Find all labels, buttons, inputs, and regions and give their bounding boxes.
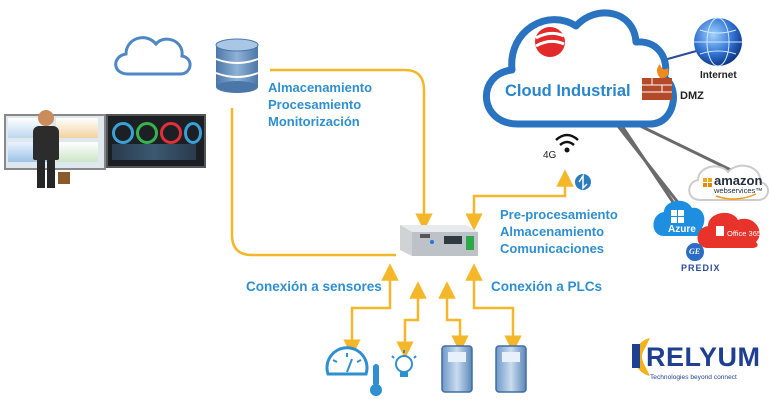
firewall-icon: [642, 64, 672, 100]
flow-sensor-1: [343, 263, 399, 357]
plcs-label: Conexión a PLCs: [491, 279, 603, 294]
gateway-function-item: Almacenamiento: [500, 224, 605, 239]
aws-cloud-shape: [688, 164, 769, 201]
server-functions: Almacenamiento Procesamiento Monitorizac…: [268, 79, 372, 130]
azure-label: Azure: [668, 224, 696, 235]
server-function-item: Procesamiento: [268, 97, 362, 112]
windows-logo-icon: [671, 210, 684, 223]
gateway-function-item: Pre-procesamiento: [500, 207, 618, 222]
predix-label: PREDIX: [681, 263, 721, 273]
brand-name: RELYUM: [646, 342, 761, 372]
office-logo-icon: [716, 226, 724, 236]
flow-plc-1: [438, 281, 469, 353]
ge-logo-icon: [686, 243, 704, 261]
database-icon: [215, 38, 259, 93]
aws-logo-icon: [703, 178, 757, 200]
aws-sub: webservices™: [714, 186, 763, 195]
cloud-provider-logo-icon: [535, 27, 565, 57]
link-aws: [627, 118, 736, 174]
plc-device-icon: [441, 345, 473, 393]
aws-label: amazon webservices™: [714, 173, 763, 196]
thermometer-icon: [370, 364, 382, 396]
relyum-logo-icon: [632, 338, 650, 376]
ge-label: GE: [689, 247, 701, 256]
pressure-gauge-icon: [325, 346, 369, 376]
link-azure: [616, 125, 682, 206]
dmz-label: DMZ: [680, 90, 704, 102]
office365-label: Office 365: [727, 229, 762, 238]
wireless-signal-icon: [555, 133, 579, 153]
flow-server-top: [270, 68, 433, 231]
aws-name: amazon: [714, 173, 763, 188]
cellular-label: 4G: [543, 150, 557, 161]
gateway-function-item: Comunicaciones: [500, 241, 605, 256]
brand-tagline: Technologies beyond connect: [650, 374, 737, 381]
cloud-outline-icon: [114, 36, 192, 76]
iot-gateway-device-icon: [400, 225, 478, 256]
plc-device-icon: [495, 345, 527, 393]
internet-label: Internet: [700, 70, 737, 81]
control-room-monitors-image: [0, 108, 206, 188]
sensors-label: Conexión a sensores: [246, 279, 382, 294]
flow-server-loop: [230, 108, 396, 257]
gateway-functions: Pre-procesamiento Almacenamiento Comunic…: [500, 206, 618, 257]
flow-sensor-2: [396, 281, 427, 359]
server-function-item: Almacenamiento: [268, 80, 373, 95]
light-bulb-icon: [391, 350, 417, 377]
cloud-title: Cloud Industrial: [505, 82, 631, 100]
connectivity-badge-icon: [575, 173, 591, 190]
industrial-cloud-shape: [483, 9, 677, 128]
internet-globe-icon: [694, 17, 742, 67]
flow-plc-2: [465, 263, 522, 353]
server-function-item: Monitorización: [268, 114, 360, 129]
office365-cloud-shape: [697, 212, 760, 248]
flow-gateway-cloud: [465, 169, 574, 231]
